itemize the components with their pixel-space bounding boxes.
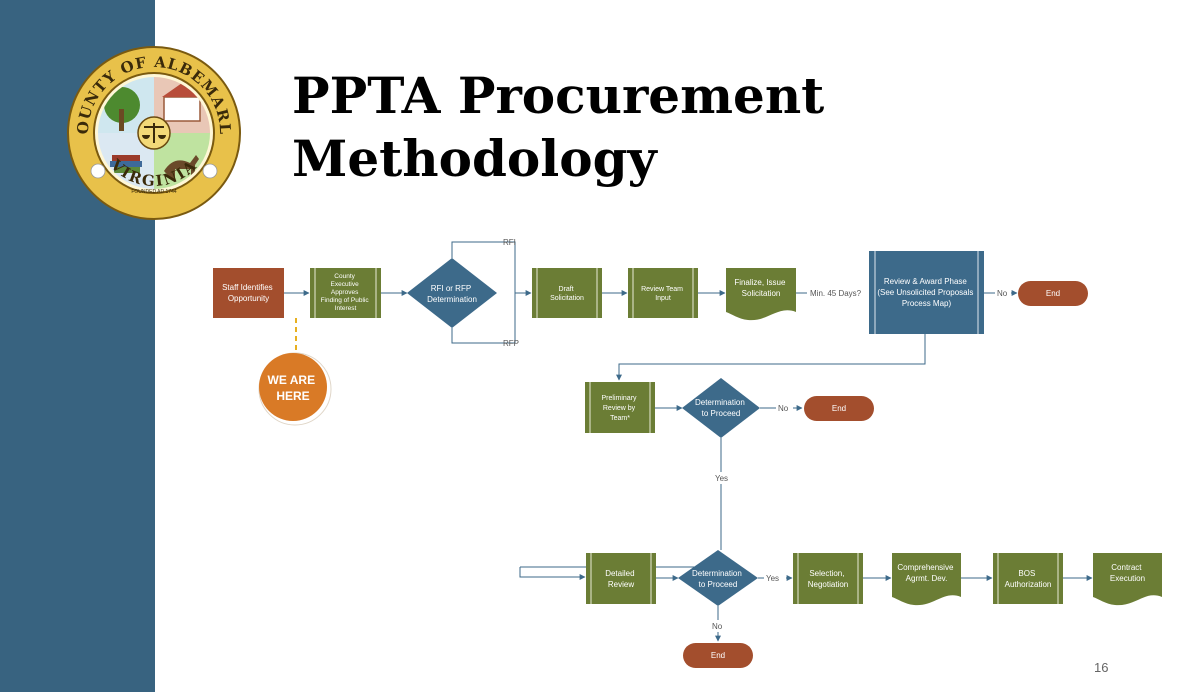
node-selection-negotiation: Selection, Negotiation (793, 553, 863, 604)
node-determination-mid: Determination to Proceed (682, 378, 760, 438)
edge-rfi-branch (451, 241, 516, 293)
node-comprehensive-agreement: Comprehensive Agrmt. Dev. (892, 553, 961, 606)
svg-text:Finalize, Issue Solicita: Finalize, Issue Solicitation (734, 278, 787, 298)
node-end-bottom: End (683, 643, 753, 668)
svg-text:Preliminary Review by: Preliminary Review by Team* (602, 395, 639, 422)
edge-label-rfp: RFP (503, 339, 519, 348)
slide-title: PPTA Procurement Methodology (292, 64, 824, 190)
page-number: 16 (1094, 660, 1109, 675)
edge-award-to-prelim (616, 334, 926, 381)
svg-text:End: End (1046, 289, 1060, 298)
node-draft-solicitation: Draft Solicitation (532, 268, 602, 318)
svg-text:WE ARE HERE: WE ARE HERE (268, 373, 319, 403)
node-preliminary-review: Preliminary Review by Team* (585, 382, 655, 433)
node-detailed-review: Detailed Review (586, 553, 656, 604)
svg-text:End: End (832, 404, 846, 413)
node-end-top: End (1018, 281, 1088, 306)
svg-text:RFI or RFP Determination: RFI or RFP Determination (427, 284, 477, 304)
svg-text:Review & Award Phase (Se: Review & Award Phase (See Unsolicited Pr… (877, 277, 975, 308)
seal-founded-text: FOUNDED AD 1744 (131, 189, 177, 195)
svg-text:Review Team Input: Review Team Input (641, 286, 685, 302)
edge-label-rfi: RFI (503, 238, 516, 247)
title-line-2: Methodology (292, 129, 657, 188)
svg-text:BOS Authorization: BOS Authorization (1005, 569, 1052, 589)
svg-text:County Executive A: County Executive Approves Finding of Pub… (321, 273, 371, 312)
edge-label-yes-mid: Yes (715, 474, 728, 483)
edge-label-no-bottom: No (712, 622, 723, 631)
edge-loop-into-detailed (519, 567, 586, 580)
we-are-here-callout: WE ARE HERE (258, 352, 332, 426)
svg-text:Selection, Negotiation: Selection, Negotiation (808, 569, 848, 589)
callout-line-2: HERE (276, 389, 309, 403)
svg-text:Detailed Review: Detailed Review (605, 569, 637, 589)
edge-label-no-top: No (997, 289, 1008, 298)
edge-label-yes-bottom: Yes (766, 574, 779, 583)
county-seal-logo: COUNTY OF ALBEMARLE VIRGINIA FOUNDED AD … (64, 43, 241, 220)
svg-text:Contract Execution: Contract Execution (1110, 563, 1145, 583)
svg-text:Determination to Proceed: Determination to Proceed (695, 398, 747, 418)
title-line-1: PPTA Procurement (292, 66, 825, 125)
edge-label-no-mid: No (778, 404, 789, 413)
node-contract-execution: Contract Execution (1093, 553, 1162, 606)
svg-text:End: End (711, 651, 725, 660)
node-determination-bottom: Determination to Proceed (678, 550, 758, 606)
node-review-team-input: Review Team Input (628, 268, 698, 318)
node-finalize-issue-solicitation: Finalize, Issue Solicitation (726, 268, 796, 321)
node-staff-identifies: Staff Identifies Opportunity (213, 268, 284, 318)
node-county-executive: County Executive Approves Finding of Pub… (310, 268, 381, 318)
node-end-mid: End (804, 396, 874, 421)
svg-text:Comprehensive Agrmt. Dev: Comprehensive Agrmt. Dev. (897, 563, 955, 583)
svg-text:Determination to Proceed: Determination to Proceed (692, 569, 744, 589)
edge-label-min45: Min. 45 Days? (810, 289, 862, 298)
edge-rfp-branch (451, 293, 516, 344)
svg-text:Staff Identifies Opportu: Staff Identifies Opportunity (222, 283, 275, 303)
node-review-award-phase: Review & Award Phase (See Unsolicited Pr… (869, 251, 984, 334)
svg-text:Draft Solicitation: Draft Solicitation (550, 286, 584, 302)
node-bos-authorization: BOS Authorization (993, 553, 1063, 604)
node-rfi-rfp-determination: RFI or RFP Determination (407, 258, 497, 328)
callout-line-1: WE ARE (268, 373, 316, 387)
